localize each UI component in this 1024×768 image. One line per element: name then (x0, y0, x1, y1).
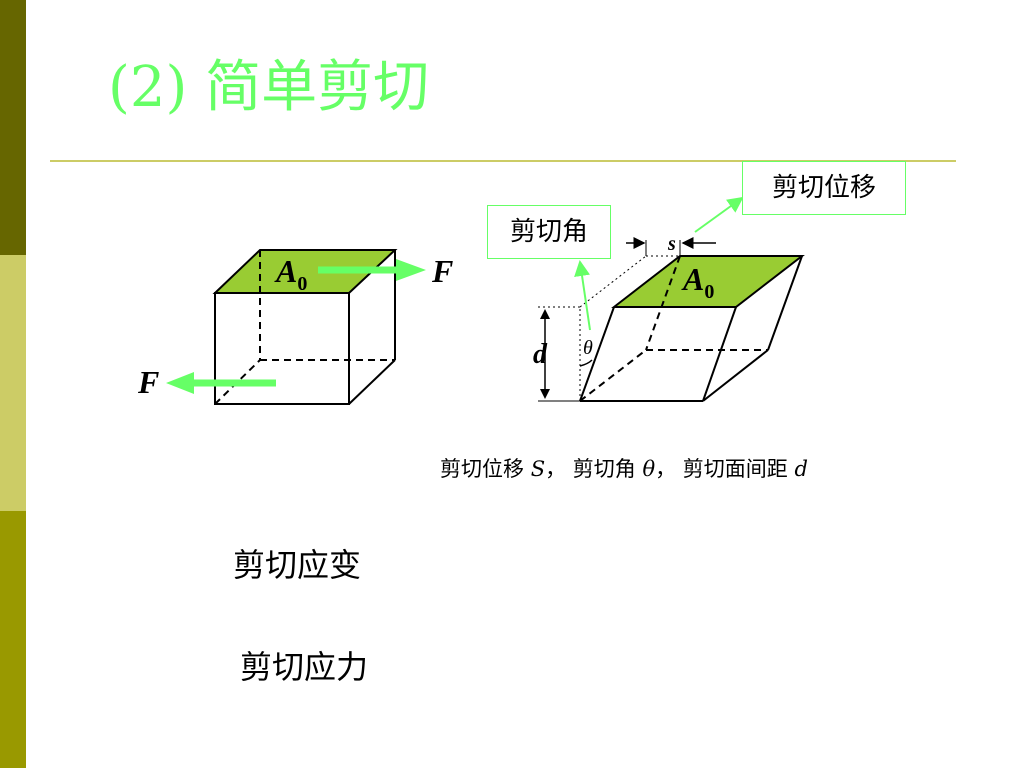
term-shear-stress: 剪切应力 (240, 648, 369, 686)
term-shear-strain: 剪切应变 (233, 546, 362, 584)
force-label-right: F (431, 253, 453, 289)
label-shear-angle: 剪切角 (487, 205, 611, 259)
pointer-angle (574, 260, 591, 331)
pointer-displacement (694, 196, 744, 233)
area-label-right: A0 (681, 261, 714, 303)
displacement-symbol: s (667, 233, 676, 255)
caption-var-d: d (794, 457, 808, 481)
sidebar-segment-bottom (0, 511, 26, 768)
caption-text-1: 剪切位移 (440, 457, 531, 481)
distance-symbol: d (533, 339, 548, 370)
title-divider (50, 160, 956, 162)
cube-undeformed: A0 F F (137, 249, 453, 405)
sidebar-segment-middle (0, 255, 26, 511)
page-title: (2) 简单剪切 (108, 55, 430, 120)
caption-text-2: ， 剪切角 (545, 457, 643, 481)
caption-var-theta: θ (642, 457, 656, 481)
caption-var-s: S (530, 457, 546, 481)
sheared-top-face (611, 255, 805, 308)
area-label-left: A0 (274, 253, 307, 295)
figure-caption: 剪切位移 S， 剪切角 θ， 剪切面间距 d (440, 453, 808, 483)
sidebar-segment-top (0, 0, 26, 255)
caption-text-3: ， 剪切面间距 (655, 457, 795, 481)
cube-front-face (214, 292, 350, 405)
label-shear-displacement: 剪切位移 (742, 161, 906, 215)
block-sheared: s d θ A0 (533, 196, 805, 402)
angle-symbol: θ (583, 337, 593, 359)
force-label-left: F (137, 364, 159, 400)
